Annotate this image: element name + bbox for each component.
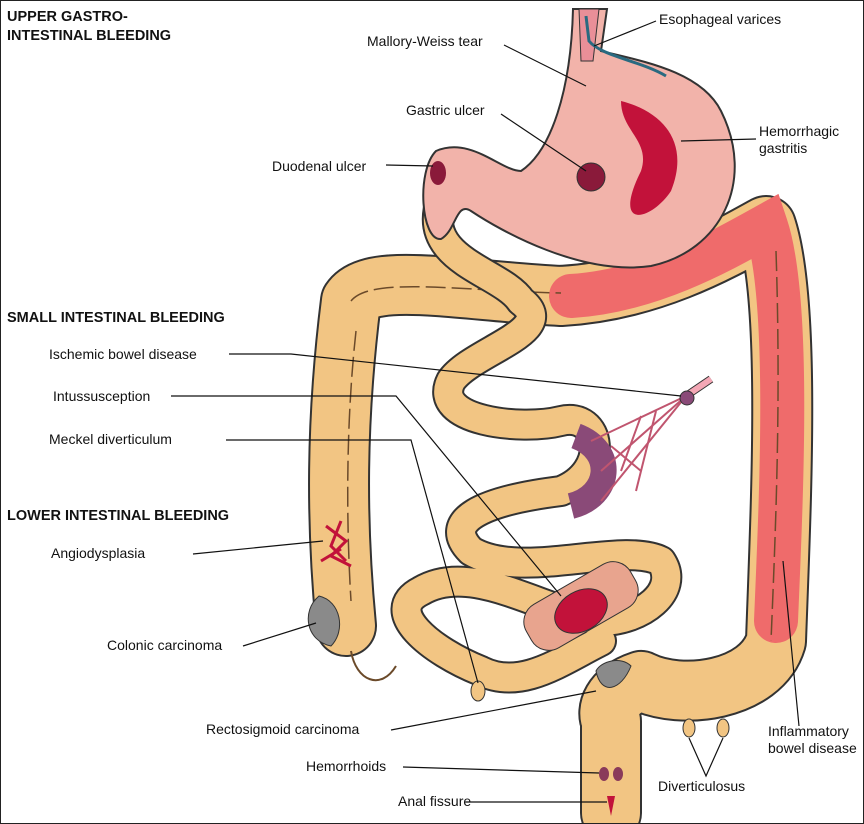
label-angiodysplasia: Angiodysplasia (51, 545, 146, 561)
label-mallory-weiss-tear: Mallory-Weiss tear (367, 33, 483, 49)
label-hemorrhagic-line1: Hemorrhagic (759, 123, 840, 139)
mesenteric-vessels (590, 395, 687, 502)
heading-small-intestinal: SMALL INTESTINAL BLEEDING (7, 310, 225, 326)
colon (308, 193, 814, 823)
leader-lines (171, 20, 800, 803)
heading-lower-intestinal: LOWER INTESTINAL BLEEDING (7, 508, 230, 524)
heading-upper-line2: INTESTINAL BLEEDING (7, 28, 172, 44)
label-hemorrhagic-gastritis: Hemorrhagic gastritis (759, 123, 839, 157)
label-diverticulosus: Diverticulosus (658, 778, 746, 794)
diverticulum (716, 718, 730, 738)
inflammatory-bowel-region (549, 193, 805, 643)
small-intestine (390, 185, 683, 694)
label-duodenal-ulcer: Duodenal ulcer (272, 158, 367, 174)
intussusception (523, 561, 639, 651)
label-colonic-carcinoma: Colonic carcinoma (107, 637, 223, 653)
duodenal-ulcer-spot (430, 161, 446, 185)
label-rectosigmoid-carcinoma: Rectosigmoid carcinoma (206, 721, 360, 737)
rectosigmoid-carcinoma-mass (595, 660, 632, 688)
meckel-diverticulum (470, 680, 486, 702)
hemorrhoid (613, 767, 623, 781)
label-anal-fissure: Anal fissure (398, 793, 472, 809)
ischemic-segment (566, 423, 617, 519)
angiodysplasia-lesion (320, 520, 352, 568)
label-esophageal-varices: Esophageal varices (659, 11, 782, 27)
ischemic-vessel-occlusion (679, 390, 695, 406)
heading-upper-gi: UPPER GASTRO- INTESTINAL BLEEDING (7, 8, 171, 46)
label-ibd-line2: bowel disease (768, 740, 857, 756)
appendix (350, 650, 397, 682)
diverticulum (682, 718, 696, 738)
label-ibd-line1: Inflammatory (768, 723, 849, 739)
hemorrhagic-gastritis-area (621, 101, 678, 215)
stomach (422, 8, 736, 269)
hemorrhoid (599, 767, 609, 781)
heading-upper-line1: UPPER GASTRO- (7, 9, 128, 25)
colonic-carcinoma-mass (307, 595, 340, 647)
label-inflammatory-bowel-disease: Inflammatory bowel disease (768, 723, 857, 757)
label-ischemic-bowel-disease: Ischemic bowel disease (49, 346, 197, 362)
label-hemorrhoids: Hemorrhoids (306, 758, 387, 774)
varices (584, 15, 667, 78)
label-meckel-diverticulum: Meckel diverticulum (49, 431, 172, 447)
label-gastric-ulcer: Gastric ulcer (406, 102, 485, 118)
label-intussusception: Intussusception (53, 388, 151, 404)
anal-fissure-mark (607, 796, 615, 816)
label-hemorrhagic-line2: gastritis (759, 140, 808, 156)
